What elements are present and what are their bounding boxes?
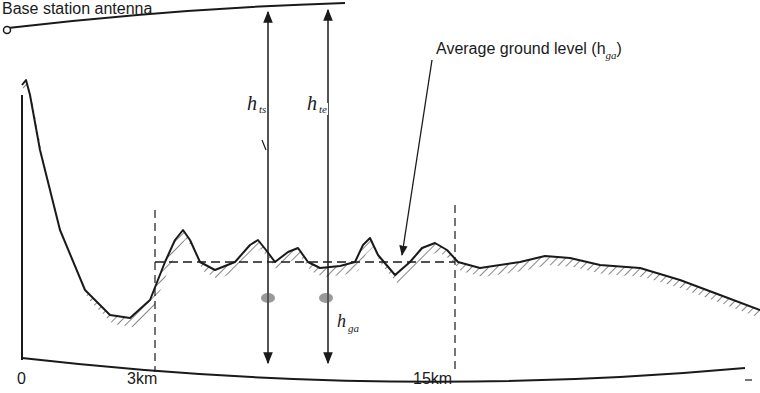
symbol-label: h [246,92,258,114]
print-mark [262,140,266,150]
callout-label: Average ground level (h [436,40,606,58]
symbol-label: h [336,312,347,332]
print-smudge [319,293,333,303]
range-mark [154,210,155,372]
range-mark [454,205,455,372]
title-label: Base station antenna [2,0,152,18]
subscript-label: te [318,103,328,115]
origin-line [21,95,23,360]
callout-label: ) [617,40,622,58]
distance-label: 3km [127,370,157,388]
average-ground-line [155,261,455,262]
subscript-label: ga [606,49,617,61]
subscript-label: ga [347,322,360,334]
subscript-label: ts [258,103,267,115]
terrain-line [22,80,760,318]
antenna-symbol [4,27,11,34]
distance-label: 15km [413,370,452,388]
height-arrow [267,12,269,363]
print-smudge [261,293,275,303]
distance-label: 0 [17,370,26,388]
terrain-profile [22,80,760,327]
terrain-hatching [22,80,760,327]
print-mark [745,379,752,380]
leader-line [402,60,432,255]
symbol-label: h [306,92,318,114]
height-arrow [327,10,329,363]
